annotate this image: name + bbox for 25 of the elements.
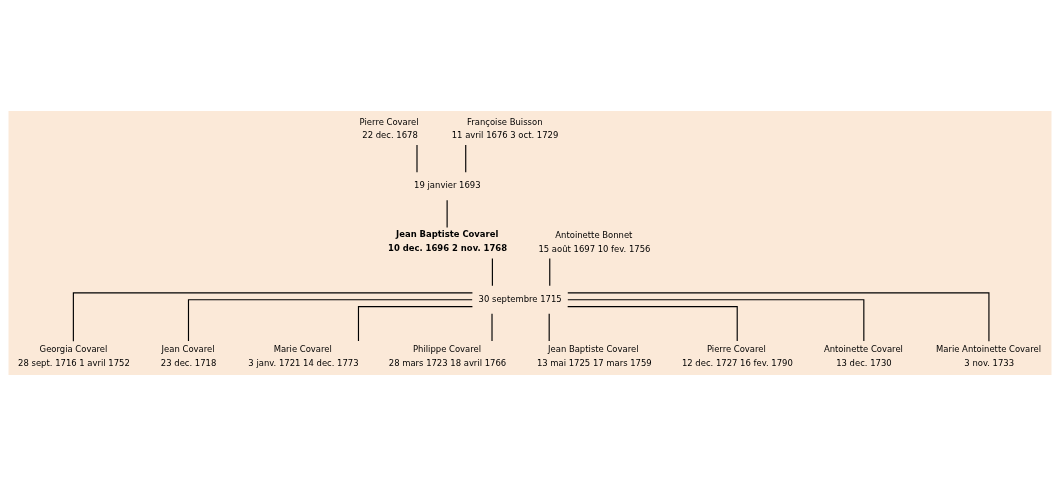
connector	[187, 298, 473, 342]
node-text: Pierre Covarel 22 dec. 1678	[359, 116, 419, 140]
node-text: Françoise Buisson 11 avril 1676 3 oct. 1729	[451, 116, 559, 140]
connector	[567, 291, 990, 342]
node-text: Philippe Covarel 28 mars 1723 18 avril 1766	[388, 343, 507, 368]
connector	[567, 298, 865, 342]
node-text: Antoinette Covarel 13 dec. 1730	[823, 343, 903, 368]
node-text: Antoinette Bonnet 15 août 1697 10 fev. 1756	[538, 229, 651, 254]
node-text: 19 janvier 1693	[414, 179, 481, 190]
node-text: Jean Baptiste Covarel 10 dec. 1696 2 nov. 1768	[388, 228, 508, 253]
connector	[357, 305, 473, 342]
node-text: Jean Covarel 23 dec. 1718	[160, 343, 217, 368]
node-text: Georgia Covarel 28 sept. 1716 1 avril 1752	[18, 343, 130, 368]
connector	[491, 257, 493, 286]
connector	[548, 312, 550, 342]
connector	[446, 199, 448, 228]
node-text: 30 septembre 1715	[478, 293, 562, 304]
connector	[465, 143, 467, 173]
node-text: Jean Baptiste Covarel 13 mai 1725 17 mars 1759	[536, 343, 652, 368]
node-text: Marie Covarel 3 janv. 1721 14 dec. 1773	[248, 343, 359, 368]
connector	[549, 257, 551, 286]
node-text: Marie Antoinette Covarel 3 nov. 1733	[935, 343, 1042, 368]
node-text: Pierre Covarel 12 dec. 1727 16 fev. 1790	[681, 343, 793, 368]
connector	[72, 291, 473, 342]
connector	[567, 305, 738, 342]
